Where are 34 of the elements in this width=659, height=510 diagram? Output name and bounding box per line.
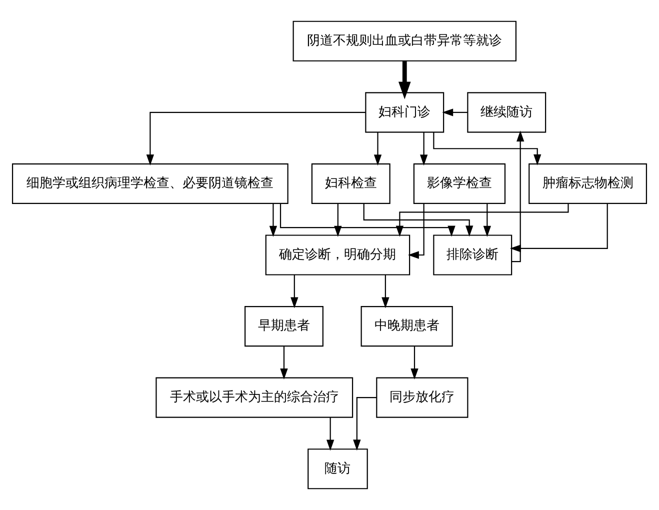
arrow: [280, 346, 288, 380]
node-box: 继续随访: [467, 92, 546, 133]
node-box: 妇科检查: [311, 163, 390, 204]
arrow: [483, 204, 491, 237]
node-box: 确定诊断，明确分期: [265, 234, 410, 276]
node-box: 排除诊断: [433, 234, 512, 276]
arrow: [396, 204, 569, 237]
node-box: 中晚期患者: [360, 306, 453, 347]
arrow: [442, 108, 468, 116]
arrow: [433, 132, 542, 166]
arrow: [420, 132, 428, 166]
arrow: [353, 397, 376, 451]
arrow: [363, 204, 474, 237]
node-box: 妇科门诊: [365, 92, 444, 133]
node-box: 同步放化疗: [376, 377, 468, 418]
arrow: [290, 274, 298, 308]
node-box: 细胞学或组织病理学检查、必要阴道镜检查: [12, 163, 288, 204]
arrow: [146, 112, 366, 166]
arrow: [398, 61, 411, 100]
arrow: [334, 204, 342, 237]
arrow: [408, 204, 424, 259]
arrow: [326, 417, 334, 451]
arrow: [382, 274, 390, 308]
arrow: [410, 346, 418, 380]
node-box: 肿瘤标志物检测: [528, 163, 648, 204]
node-box: 早期患者: [244, 306, 324, 347]
arrow: [280, 204, 456, 237]
node-box: 随访: [308, 448, 368, 490]
node-box: 影像学检查: [413, 163, 506, 204]
arrow: [374, 132, 382, 166]
node-box: 手术或以手术为主的综合治疗: [156, 377, 354, 418]
node-box: 阴道不规则出血或白带异常等就诊: [292, 20, 516, 62]
arrow: [512, 130, 524, 262]
arrow: [269, 204, 278, 237]
